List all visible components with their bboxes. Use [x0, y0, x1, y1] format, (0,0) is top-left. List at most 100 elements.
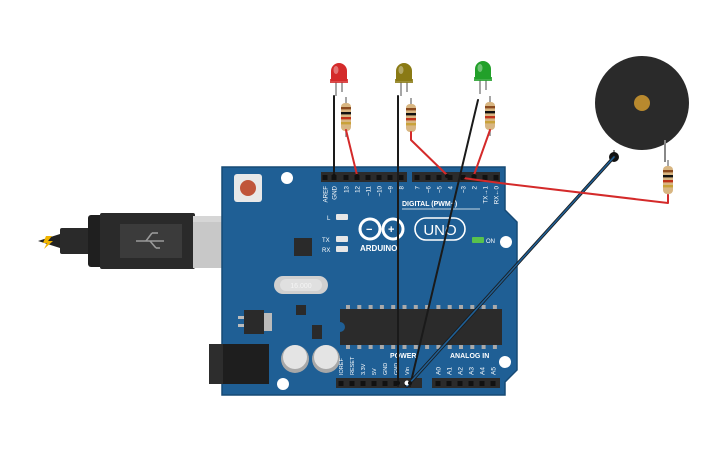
digital-pin-socket[interactable] — [414, 175, 420, 180]
arduino-logo-text: ARDUINO — [360, 244, 397, 253]
power-pin-label: 5V — [372, 368, 378, 375]
digital-pin-label: TX→1 — [483, 185, 490, 203]
crystal-oscillator: 16.000 — [274, 276, 328, 294]
wire-red — [410, 131, 448, 176]
small-chip — [296, 305, 306, 315]
analog-pin-socket[interactable] — [435, 381, 441, 386]
power-pin-socket[interactable] — [382, 381, 388, 386]
digital-pin-label: ~10 — [377, 185, 384, 196]
red-led[interactable] — [330, 63, 348, 96]
resistor[interactable] — [663, 160, 673, 200]
l-led-label: L — [327, 216, 331, 222]
mounting-hole — [500, 236, 512, 248]
plus-sign: + — [388, 224, 394, 236]
wire-endpoints — [332, 174, 476, 386]
digital-pin-socket[interactable] — [436, 175, 442, 180]
uno-text: UNO — [423, 222, 456, 239]
wire-red — [345, 129, 358, 176]
digital-pin-label: RX←0 — [494, 185, 501, 204]
digital-pin-label: 2 — [472, 185, 479, 189]
power-pin-label: GND — [383, 363, 389, 375]
mounting-hole — [281, 172, 293, 184]
voltage-regulator — [238, 310, 272, 334]
analog-pin-socket[interactable] — [468, 381, 474, 386]
analog-pin-labels: A0 A1 A2 A3 A4 A5 — [436, 367, 498, 375]
digital-pin-socket[interactable] — [365, 175, 371, 180]
analog-pin-socket[interactable] — [446, 381, 452, 386]
tx-led — [336, 236, 348, 242]
digital-pin-socket[interactable] — [398, 175, 404, 180]
digital-pin-socket[interactable] — [482, 175, 488, 180]
arduino-uno-board[interactable]: 16.000 — [209, 166, 518, 396]
power-pin-socket[interactable] — [338, 381, 344, 386]
on-led — [472, 237, 484, 243]
digital-pin-socket[interactable] — [376, 175, 382, 180]
capacitor — [312, 345, 340, 373]
analog-pin-label: A5 — [491, 367, 498, 375]
analog-header[interactable] — [432, 378, 500, 388]
analog-pin-socket[interactable] — [457, 381, 463, 386]
rx-led-label: RX — [322, 248, 330, 254]
analog-pin-socket[interactable] — [490, 381, 496, 386]
small-chip — [312, 325, 322, 339]
green-led[interactable] — [474, 61, 492, 94]
digital-pin-label: 8 — [399, 185, 406, 189]
digital-pin-socket[interactable] — [343, 175, 349, 180]
wire-red — [462, 177, 669, 204]
digital-pin-label: ~6 — [426, 185, 433, 193]
power-pin-label: Vin — [405, 367, 411, 375]
power-pin-socket[interactable] — [393, 381, 399, 386]
digital-pin-label: ~11 — [366, 185, 373, 196]
analog-pin-socket[interactable] — [479, 381, 485, 386]
power-pin-socket[interactable] — [360, 381, 366, 386]
l-led — [336, 214, 348, 220]
digital-pin-socket[interactable] — [425, 175, 431, 180]
crystal-label: 16.000 — [290, 283, 312, 290]
analog-pin-label: A4 — [480, 367, 487, 375]
power-pin-label: 3.3V — [361, 363, 367, 375]
atmega-chip — [340, 305, 502, 349]
yellow-led[interactable] — [395, 63, 413, 96]
usb-chip — [294, 238, 312, 256]
analog-in-label: ANALOG IN — [450, 353, 489, 360]
wire-blue — [406, 156, 615, 387]
digital-pin-socket[interactable] — [493, 175, 499, 180]
piezo-buzzer[interactable] — [595, 56, 689, 162]
arduino-logo-icon — [358, 217, 405, 241]
power-pin-label: IOREF — [339, 358, 345, 375]
mounting-hole — [499, 356, 511, 368]
digital-pin-label: GND — [332, 185, 339, 199]
power-pin-socket[interactable] — [349, 381, 355, 386]
mounting-hole — [277, 378, 289, 390]
digital-pin-label: 7 — [415, 185, 422, 189]
lightning-icon — [43, 236, 53, 249]
power-pin-label: RESET — [350, 356, 356, 375]
analog-pin-label: A3 — [469, 367, 476, 375]
rx-led — [336, 246, 348, 252]
digital-pin-socket[interactable] — [447, 175, 453, 180]
power-label: POWER — [390, 353, 416, 360]
reset-button[interactable] — [234, 174, 262, 202]
resistor[interactable] — [485, 96, 495, 136]
digital-pin-label: ~5 — [437, 185, 444, 193]
digital-pin-label: 4 — [448, 185, 455, 189]
digital-pin-label: 12 — [355, 185, 362, 192]
minus-sign: − — [366, 224, 372, 236]
digital-pin-socket[interactable] — [322, 175, 328, 180]
analog-pin-label: A1 — [447, 367, 454, 375]
analog-pin-label: A2 — [458, 367, 465, 375]
wire-red — [473, 129, 491, 176]
usb-icon — [136, 232, 164, 249]
tx-led-label: TX — [322, 238, 330, 244]
digital-pin-socket[interactable] — [387, 175, 393, 180]
wires[interactable] — [333, 95, 669, 388]
power-pin-socket[interactable] — [371, 381, 377, 386]
dc-power-jack[interactable] — [209, 344, 269, 384]
digital-label: DIGITAL (PWM~) — [402, 201, 457, 208]
analog-pin-label: A0 — [436, 367, 443, 375]
digital-pin-label: ~9 — [388, 185, 395, 193]
on-led-label: ON — [486, 239, 495, 245]
digital-pin-label: ~3 — [461, 185, 468, 193]
wire-black — [409, 99, 479, 387]
